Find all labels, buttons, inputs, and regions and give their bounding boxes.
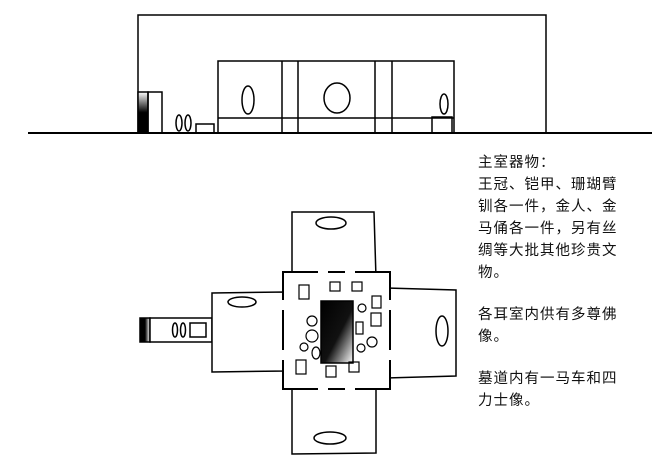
object-box [355,321,364,335]
passage-end-block [139,317,151,343]
west-side-chamber [211,291,287,373]
passage-gradient-wall [137,91,149,134]
object-round [356,343,366,353]
object-box [325,365,337,378]
note-line: 墓道内有一马车和四 [478,371,618,387]
doorway-gap [318,387,328,391]
note-line: 像。 [478,329,509,345]
object-box [371,295,382,309]
doorway-gap [281,350,285,360]
cart-shape [195,123,215,134]
passage-body [147,91,163,134]
plan-view [139,211,457,455]
note-line: 物。 [478,265,509,281]
east-side-chamber [385,287,457,379]
figure-shape [175,114,183,132]
note-line: 王冠、铠甲、珊瑚臂 [478,177,618,193]
note-line: 马俑各一件，另有丝 [478,221,618,237]
doorway-gap [388,300,392,310]
object-round [306,315,318,327]
urn-shape [323,82,351,114]
object-round [357,303,367,313]
note-line: 各耳室内供有多尊佛 [478,307,618,323]
object-box [351,281,363,292]
cart-shape [189,322,207,338]
urn-shape [315,216,347,230]
passage-note: 墓道内有一马车和四 力士像。 [478,368,658,412]
note-line: 力士像。 [478,393,540,409]
mound-outline [137,14,547,133]
doorway-gap [388,350,392,360]
figure-shape [179,322,187,338]
side-chambers-note: 各耳室内供有多尊佛 像。 [478,304,658,348]
object-box [370,312,382,327]
object-box [348,361,360,373]
urn-shape [227,296,257,308]
north-side-chamber [291,211,377,280]
notes-panel: 主室器物： 王冠、铠甲、珊瑚臂 钏各一件，金人、金 马俑各一件，另有丝 绸等大批… [478,152,658,432]
doorway-gap [281,300,285,310]
object-box [298,284,310,300]
figure-shape [171,322,179,338]
coffin [320,300,354,364]
object-round [311,346,321,360]
object-round [366,336,378,348]
object-round [299,342,309,352]
urn-shape [241,85,255,115]
figure-shape [184,114,192,132]
urn-shape [439,93,449,115]
object-round [305,329,319,343]
section-view [28,14,652,134]
box-shape [431,116,453,134]
urn-shape [435,315,449,347]
object-box [295,359,307,375]
urn-shape [313,431,347,445]
main-chamber-note: 主室器物： 王冠、铠甲、珊瑚臂 钏各一件，金人、金 马俑各一件，另有丝 绸等大批… [478,152,658,284]
note-line: 钏各一件，金人、金 [478,199,618,215]
section-chamber [217,60,455,134]
doorway-gap [345,387,355,391]
main-chamber-heading: 主室器物： [478,155,556,171]
note-line: 绸等大批其他珍贵文 [478,243,618,259]
doorway-gap [345,270,355,274]
doorway-gap [318,270,328,274]
object-box [329,281,341,292]
